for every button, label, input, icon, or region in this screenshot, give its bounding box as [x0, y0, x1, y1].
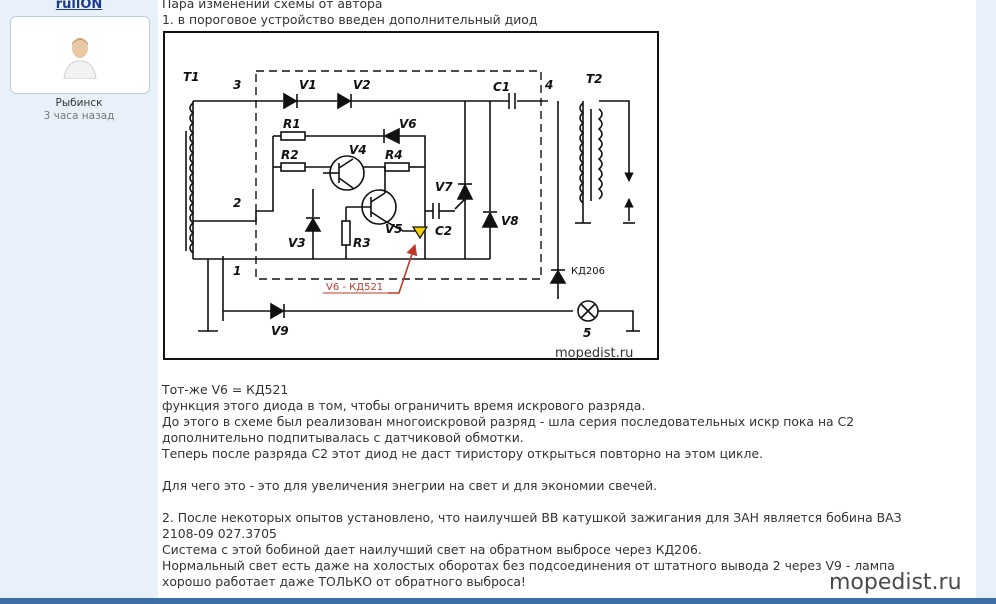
right-margin: [976, 0, 996, 598]
post-time: 3 часа назад: [43, 110, 115, 122]
diagram-watermark: mopedist.ru: [555, 346, 633, 360]
user-sidebar: rullON Рыбинск 3 часа назад: [0, 0, 158, 598]
body-line: функция этого диода в том, чтобы огранич…: [162, 398, 646, 413]
label-kd206: КД206: [571, 266, 605, 277]
label-n1: 1: [233, 264, 241, 278]
body-line: дополнительно подпитывалась с датчиковой…: [162, 430, 524, 445]
body-line: хорошо работает даже ТОЛЬКО от обратного…: [162, 574, 526, 589]
intro-line-2: 1. в пороговое устройство введен дополни…: [162, 12, 538, 27]
label-n5: 5: [583, 326, 591, 340]
intro-line-1: Пара изменений схемы от автора: [162, 0, 383, 11]
label-v3: V3: [288, 236, 306, 250]
label-c2: C2: [435, 224, 452, 238]
label-v7: V7: [435, 180, 453, 194]
body-line: 2108-09 027.3705: [162, 526, 277, 541]
annotation-v6: V6 - КД521: [326, 282, 383, 293]
label-r3: R3: [353, 236, 371, 250]
body-line: Нормальный свет есть даже на холостых об…: [162, 558, 895, 573]
username-link[interactable]: rullON: [55, 0, 103, 12]
avatar[interactable]: [10, 16, 150, 94]
label-v1: V1: [299, 78, 317, 92]
circuit-diagram: T1 3 V1 V2 C1 4 T2 R1 V6 R2 V4 R4 V7 2 V…: [163, 31, 659, 360]
body-line: Тот-же V6 = КД521: [162, 382, 289, 397]
label-v4: V4: [349, 143, 367, 157]
label-r1: R1: [283, 117, 301, 131]
label-c1: C1: [493, 80, 510, 94]
highlighted-diode: [411, 226, 429, 240]
body-line: Теперь после разряда С2 этот диод не дас…: [162, 446, 764, 461]
body-line: [162, 494, 902, 510]
label-v5: V5: [385, 222, 403, 236]
body-line: [162, 462, 902, 478]
diagram-frame: [163, 31, 659, 360]
label-n3: 3: [233, 78, 241, 92]
label-v9: V9: [271, 324, 289, 338]
label-v8: V8: [501, 214, 519, 228]
label-r2: R2: [281, 148, 299, 162]
user-avatar-icon: [63, 38, 97, 79]
body-line: Система с этой бобиной дает наилучший св…: [162, 542, 702, 557]
user-location: Рыбинск: [55, 97, 103, 109]
site-watermark: mopedist.ru: [829, 570, 962, 595]
post-body: Тот-же V6 = КД521 функция этого диода в …: [162, 382, 902, 590]
body-line: 2. После некоторых опытов установлено, ч…: [162, 510, 902, 525]
label-r4: R4: [385, 148, 403, 162]
label-t2: T2: [586, 72, 603, 86]
label-n2: 2: [233, 196, 241, 210]
label-v2: V2: [353, 78, 371, 92]
label-n4: 4: [544, 78, 553, 92]
footer-bar: [0, 598, 996, 604]
label-t1: T1: [183, 70, 200, 84]
label-v6: V6: [399, 117, 417, 131]
body-line: Для чего это - это для увеличения энегри…: [162, 478, 658, 493]
body-line: До этого в схеме был реализован многоиск…: [162, 414, 855, 429]
